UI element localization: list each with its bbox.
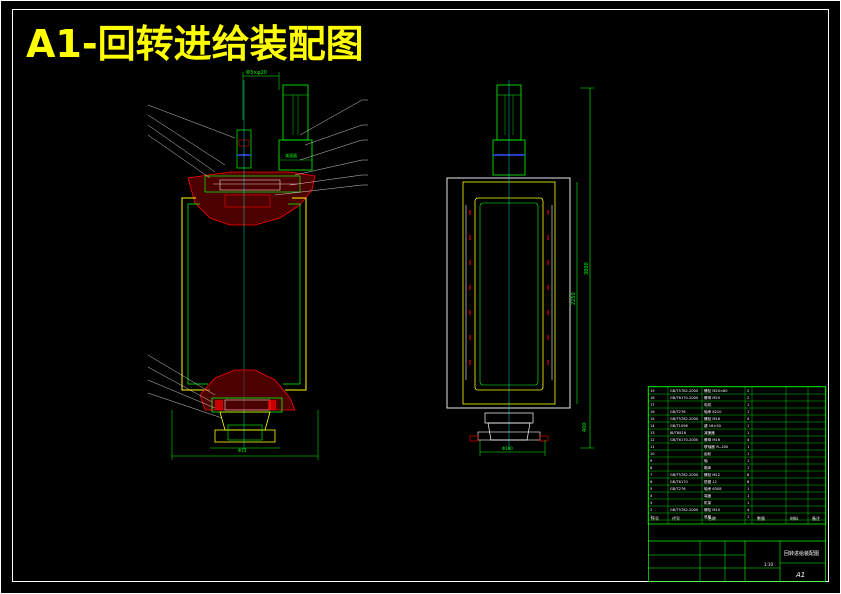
bom-qty: 1: [747, 424, 749, 428]
bom-no: 8: [650, 466, 653, 470]
bom-no: 9: [650, 459, 653, 463]
bom-code: GB/T5782-2000: [670, 508, 699, 512]
bom-qty: 2: [747, 396, 749, 400]
bom-qty: 8: [747, 480, 750, 484]
bom-header-code: 代号: [672, 515, 680, 521]
bom-code: GB/T6170-2000: [670, 438, 699, 442]
bom-no: 16: [650, 410, 655, 414]
dim-base-left: Φ13: [238, 448, 247, 453]
dim-frame-height: 2250: [571, 292, 577, 305]
tb-drawing-title: 回转进给装配图: [784, 550, 819, 557]
dim-base-right: Φ100: [502, 446, 513, 451]
inner-frame: [12, 9, 829, 582]
bom-name: 端盖: [704, 493, 712, 498]
bom-no: 4: [650, 494, 653, 498]
bom-no: 15: [650, 417, 655, 421]
bom-name: 轴承 6308: [704, 486, 722, 491]
dim-overall-height: 3800: [584, 262, 590, 275]
bom-code: GB/T6170: [670, 480, 689, 484]
bom-name: 底座: [704, 514, 712, 519]
bom-qty: 1: [747, 445, 749, 449]
bom-code: GB/T5782-2000: [670, 389, 699, 393]
bom-qty: 1: [747, 501, 749, 505]
bom-qty: 1: [747, 487, 749, 491]
bom-qty: 4: [747, 417, 750, 421]
bom-no: 18: [650, 396, 655, 400]
dim-top-width: Φ3×φ20: [246, 70, 267, 76]
tb-sheet-size: A1: [795, 571, 805, 579]
bom-name: 螺栓 M16: [704, 416, 721, 421]
bom-header-name: 名称: [708, 515, 716, 521]
bom-no: 19: [650, 389, 655, 393]
bom-name: 螺母 M20: [704, 395, 721, 400]
bom-name: 联轴器 YL-200: [704, 444, 729, 449]
bom-code: GB/T276: [670, 410, 686, 414]
bom-name: 螺栓 M20×80: [704, 388, 728, 393]
bom-qty: 1: [747, 459, 749, 463]
bom-header-qty: 数量: [757, 515, 765, 521]
side-view: 3800 2250 400 Φ100: [446, 80, 594, 456]
bom-name: 螺栓 M10: [704, 507, 721, 512]
front-view: Φ3×φ20 减速器: [147, 70, 368, 460]
bom-no: 3: [650, 501, 652, 505]
bom-name: 电机: [704, 402, 712, 407]
bom-qty: 2: [747, 389, 749, 393]
bom-code: GB/T6170-2000: [670, 396, 699, 400]
bom-qty: 1: [747, 494, 749, 498]
bom-no: 13: [650, 431, 655, 435]
bom-no: 5: [650, 487, 652, 491]
bom-name: 箱体: [704, 465, 712, 470]
bom-name: 螺母 M16: [704, 437, 721, 442]
bom-no: 11: [650, 445, 655, 449]
bom-no: 1: [650, 515, 652, 519]
bom-name: 减速器: [704, 430, 715, 435]
bom-header-remark: 备注: [812, 515, 820, 521]
bom-code: GB/T5782-2000: [670, 417, 699, 421]
tb-scale: 1:10: [764, 562, 773, 567]
bom-qty: 1: [747, 431, 749, 435]
bom-name: 齿轮: [704, 451, 712, 456]
bom-qty: 1: [747, 466, 749, 470]
bom-no: 10: [650, 452, 655, 456]
bom-code: GB/T5782-2000: [670, 473, 699, 477]
bom-qty: 4: [747, 438, 750, 442]
bom-no: 7: [650, 473, 652, 477]
bom-name: 机架: [704, 500, 712, 505]
bom-no: 17: [650, 403, 655, 407]
dim-bottom-height: 400: [582, 422, 588, 432]
bom-header-no: 序号: [651, 515, 659, 521]
bom-qty: 1: [747, 515, 749, 519]
bom-name: 轴: [704, 458, 708, 463]
bom-code: GB/T1096: [670, 424, 689, 428]
bom-code: GB/T276: [670, 487, 686, 491]
bom-qty: 1: [747, 410, 749, 414]
drawing-title: A1-回转进给装配图: [26, 22, 364, 66]
bom-code: JB/T8816: [669, 431, 687, 435]
bom-qty: 8: [747, 473, 750, 477]
bom-qty: 1: [747, 403, 749, 407]
bom-qty: 4: [747, 508, 750, 512]
bom-name: 轴承 6210: [704, 409, 722, 414]
bom-no: 6: [650, 480, 653, 484]
bom-name: 螺栓 M12: [704, 472, 720, 477]
bom-qty: 1: [747, 452, 749, 456]
bom-no: 14: [650, 424, 655, 428]
svg-text:减速器: 减速器: [285, 152, 297, 158]
bom-no: 12: [650, 438, 655, 442]
motor-body: [282, 84, 309, 141]
bom-name: 键 16×50: [704, 423, 722, 428]
bom-name: 垫圈 12: [704, 479, 717, 484]
bom-header-material: 材料: [790, 515, 798, 521]
bom-no: 2: [650, 508, 652, 512]
